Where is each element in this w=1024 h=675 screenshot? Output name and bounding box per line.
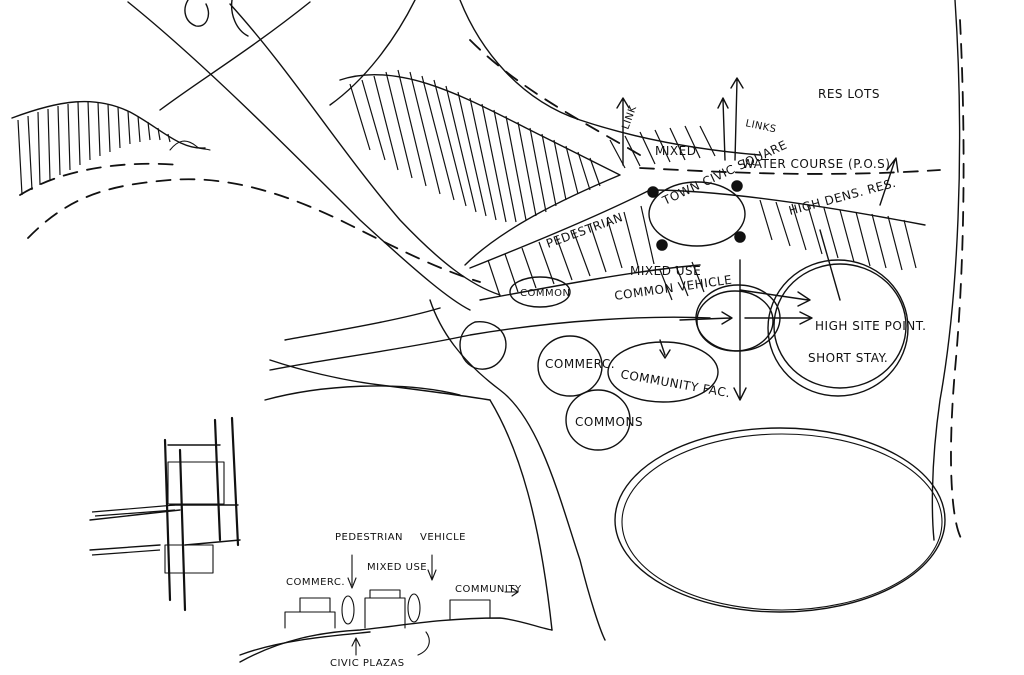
label-high-dens-res: HIGH DENS. RES. — [787, 176, 897, 218]
road-vertical-centre-2 — [489, 399, 553, 631]
section-label-vehicle: VEHICLE — [420, 532, 466, 543]
big-oval-2 — [621, 433, 943, 611]
boundary-dashed-left-upper — [19, 162, 181, 196]
label-mixed-use: MIXED USE — [630, 264, 701, 278]
road-curve-lower — [269, 316, 711, 371]
road-diagonal — [127, 0, 501, 311]
node-2 — [731, 180, 743, 192]
common-oval — [509, 276, 571, 308]
section-label-commerc: COMMERC. — [286, 577, 345, 588]
label-mixed-top: MIXED — [655, 144, 696, 158]
boundary-right — [931, 0, 961, 541]
road-dashed-right — [639, 167, 941, 175]
node-1 — [647, 186, 659, 198]
section-label-community: COMMUNITY — [455, 584, 522, 595]
label-community-fac: COMMUNITY FAC. — [619, 367, 731, 400]
node-3 — [656, 239, 668, 251]
node-4 — [734, 231, 746, 243]
label-res-lots: RES LOTS — [818, 87, 880, 101]
roundabout — [459, 321, 507, 370]
section-label-pedestrian: PEDESTRIAN — [335, 532, 403, 543]
label-links-right: LINKS — [744, 118, 777, 135]
community-fac-oval — [607, 341, 719, 403]
high-site-point-circle-2 — [773, 263, 907, 389]
label-pedestrian: PEDESTRIAN — [544, 210, 625, 251]
label-common-small: COMMON — [520, 288, 570, 299]
boundary-dashed-right — [950, 19, 965, 541]
section-label-mixed-use: MIXED USE — [367, 562, 427, 573]
hatched-wedge-mixed — [339, 69, 621, 266]
label-high-site-point: HIGH SITE POINT. — [815, 319, 927, 333]
label-commons: COMMONS — [575, 415, 643, 429]
commerc-circle — [537, 335, 603, 397]
commons-circle — [565, 389, 631, 451]
town-civic-square-circle — [648, 181, 746, 247]
hill-hatch-left — [11, 100, 211, 196]
road-curve-upper — [459, 0, 761, 156]
boundary-dashed-left — [27, 178, 481, 283]
common-vehicle-circle-2 — [696, 290, 774, 352]
big-oval — [614, 427, 946, 613]
road-sweep-left — [264, 385, 461, 401]
building-sketch — [89, 416, 241, 612]
label-commerc: COMMERC. — [545, 357, 615, 371]
road-dashed-top — [469, 39, 641, 156]
label-water-course: WATER COURSE (P.O.S) — [742, 157, 890, 171]
section-label-civic-plazas: CIVIC PLAZAS — [330, 658, 405, 669]
road-vertical-centre — [429, 299, 606, 641]
road-left-lower — [284, 307, 441, 341]
site-section — [239, 554, 553, 663]
label-short-stay: SHORT STAY. — [808, 351, 888, 365]
high-site-point-circle — [767, 259, 909, 397]
arrows — [616, 77, 899, 401]
